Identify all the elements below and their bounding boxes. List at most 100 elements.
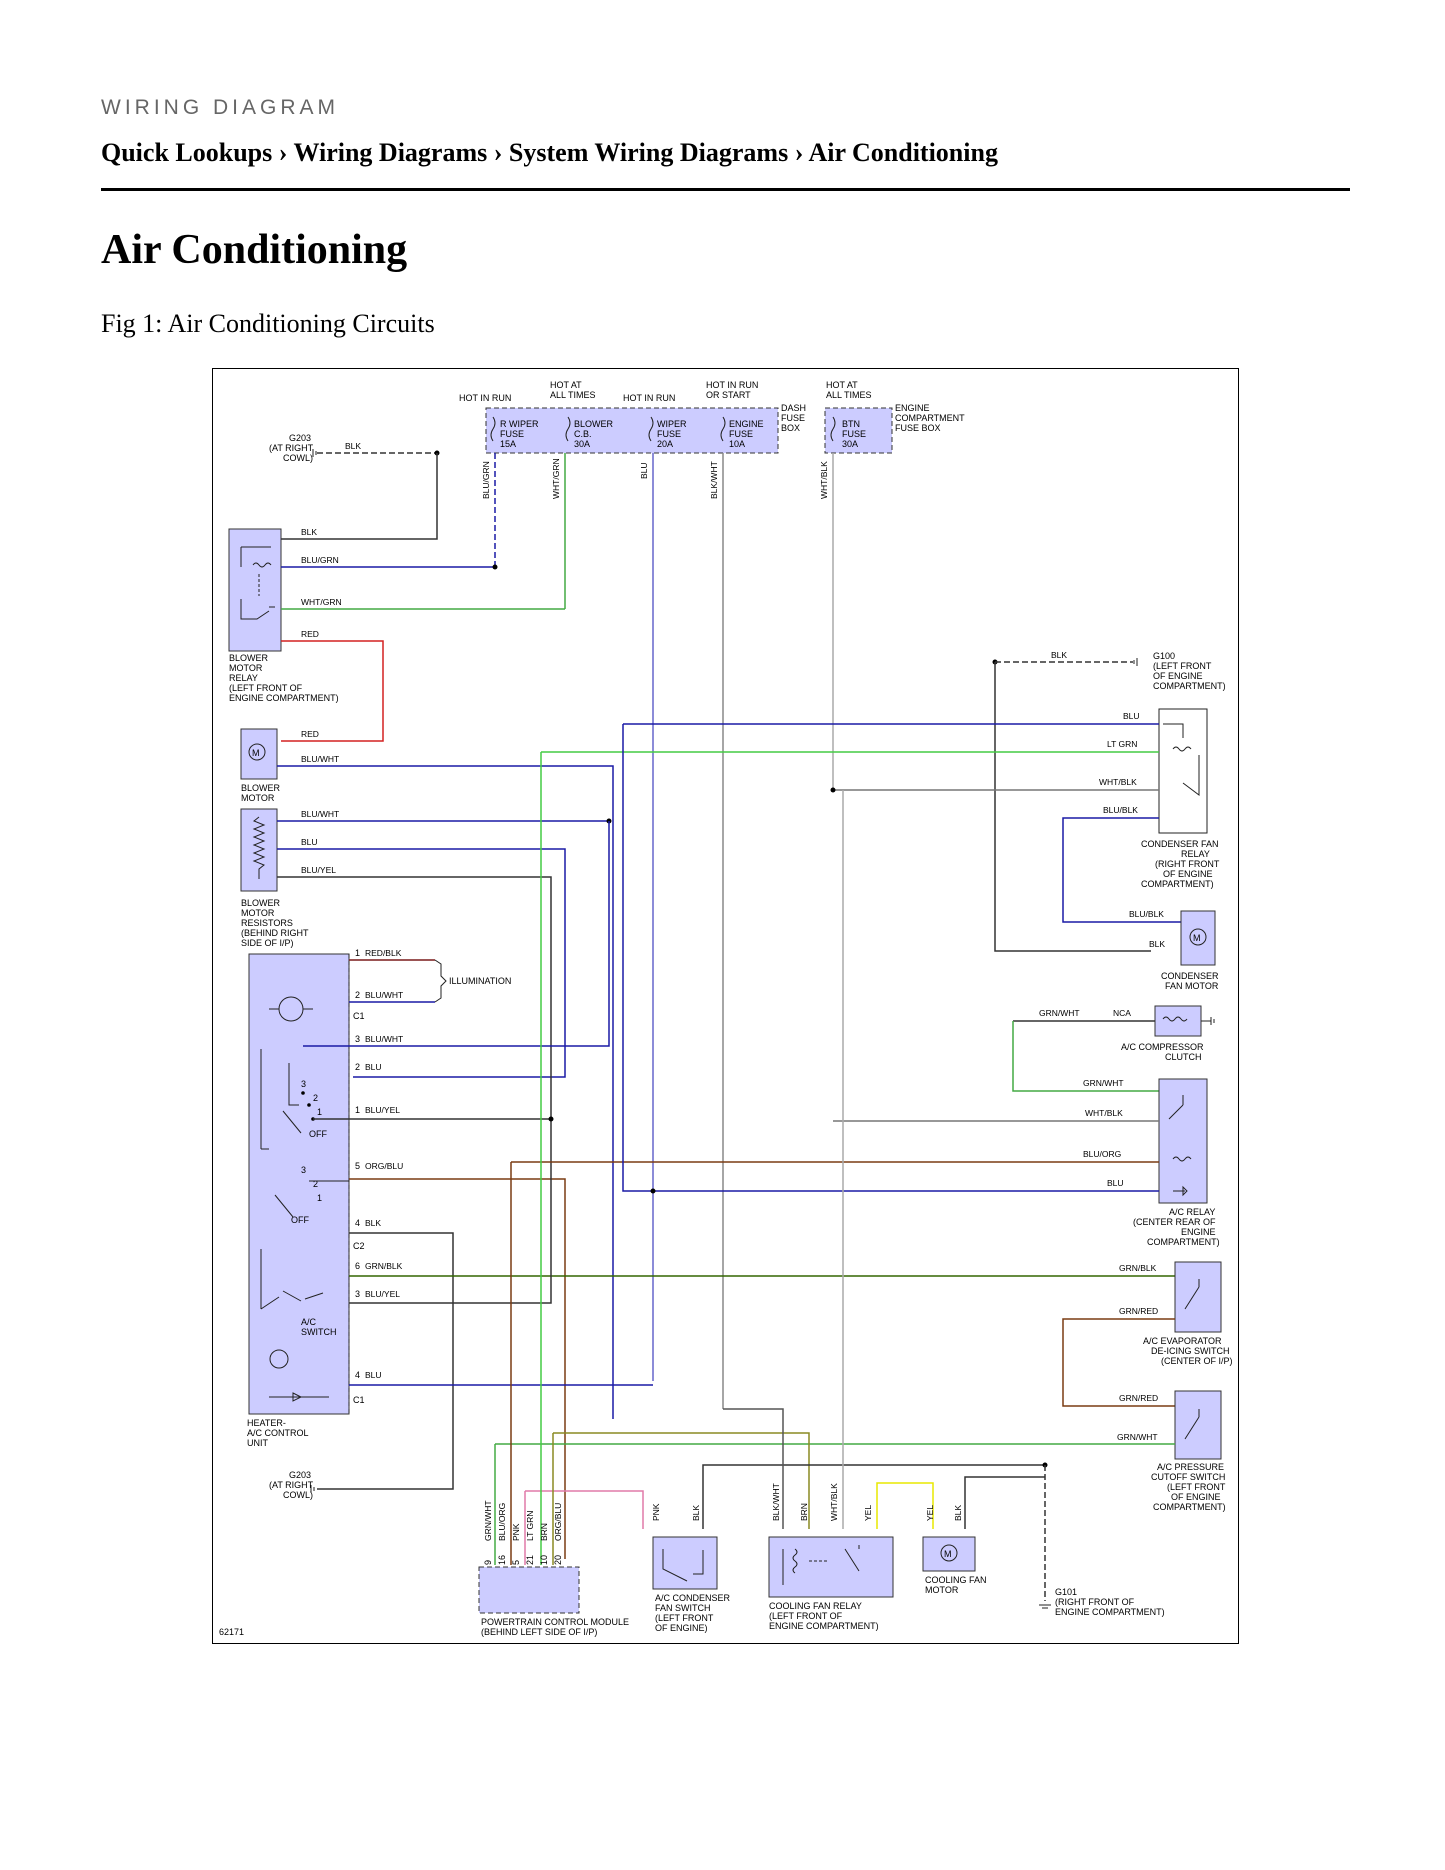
svg-text:GRN/WHT: GRN/WHT	[1039, 1008, 1080, 1018]
svg-text:BLU/BLK: BLU/BLK	[1103, 805, 1138, 815]
connector-c2: C2	[353, 1241, 365, 1251]
ac-relay-label: A/C RELAY	[1169, 1207, 1215, 1217]
svg-text:BLU/WHT: BLU/WHT	[365, 1034, 403, 1044]
svg-text:RELAY: RELAY	[1181, 849, 1210, 859]
svg-text:(BEHIND LEFT SIDE OF I/P): (BEHIND LEFT SIDE OF I/P)	[481, 1627, 597, 1637]
svg-text:BLK: BLK	[691, 1505, 701, 1521]
heater-pin-row: 1 BLU/YEL	[313, 1105, 554, 1122]
power-label-hot-at-all-times: HOT AT	[550, 380, 582, 390]
switch-position-mark: 3	[301, 1165, 306, 1175]
svg-text:(BEHIND RIGHT: (BEHIND RIGHT	[241, 928, 309, 938]
svg-text:FUSE: FUSE	[500, 429, 524, 439]
power-label-hot-in-run-or-start: HOT IN RUN	[706, 380, 758, 390]
svg-text:YEL: YEL	[925, 1505, 935, 1521]
svg-text:BLU/YEL: BLU/YEL	[365, 1289, 400, 1299]
svg-text:RED/BLK: RED/BLK	[365, 948, 402, 958]
svg-text:(CENTER OF I/P): (CENTER OF I/P)	[1161, 1356, 1233, 1366]
svg-text:6: 6	[355, 1261, 360, 1271]
power-label-hot-at-all-times: HOT AT	[826, 380, 858, 390]
illumination-label: ILLUMINATION	[449, 976, 511, 986]
wiring-diagram-canvas: R WIPER FUSE 15A BLOWER C.B. 30A WIPER F…	[219, 380, 1233, 1637]
svg-text:BLU: BLU	[1107, 1178, 1124, 1188]
heater-pin-row: 3 BLU/YEL	[349, 1134, 552, 1304]
breadcrumb-item[interactable]: Quick Lookups	[101, 138, 273, 167]
heater-pin-row: 5 ORG/BLU	[349, 1161, 566, 1559]
pcm-pin: 9 GRN/WHT	[483, 1444, 496, 1565]
page-title: Air Conditioning	[101, 227, 408, 273]
heater-pin-row: 3 BLU/WHT	[303, 821, 610, 1047]
svg-text:GRN/BLK: GRN/BLK	[365, 1261, 403, 1271]
svg-text:FUSE: FUSE	[729, 429, 753, 439]
cooling-fan-motor-label: COOLING FAN	[925, 1575, 987, 1585]
svg-text:M: M	[1193, 933, 1201, 943]
svg-text:ALL TIMES: ALL TIMES	[826, 390, 872, 400]
svg-text:DE-ICING SWITCH: DE-ICING SWITCH	[1151, 1346, 1230, 1356]
breadcrumb-item[interactable]: System Wiring Diagrams	[508, 138, 789, 167]
condenser-fan-relay	[1158, 708, 1208, 834]
figure-id: 62171	[219, 1627, 244, 1637]
svg-text:21: 21	[525, 1555, 535, 1565]
svg-text:SIDE OF I/P): SIDE OF I/P)	[241, 938, 294, 948]
nca-label: NCA	[1113, 1008, 1131, 1018]
svg-text:LT GRN: LT GRN	[525, 1511, 535, 1541]
svg-text:BLK: BLK	[1051, 650, 1067, 660]
section-kicker: WIRING DIAGRAM	[101, 96, 339, 119]
svg-text:GRN/BLK: GRN/BLK	[1119, 1263, 1157, 1273]
breadcrumb-separator: ›	[493, 138, 503, 167]
svg-text:(LEFT FRONT: (LEFT FRONT	[655, 1613, 714, 1623]
motor-icon	[940, 1544, 958, 1562]
wire-label: BLK	[345, 441, 361, 451]
svg-text:OF ENGINE: OF ENGINE	[1163, 869, 1213, 879]
ac-pressure-cutoff-switch	[1174, 1390, 1222, 1460]
svg-text:ENGINE COMPARTMENT): ENGINE COMPARTMENT)	[1055, 1607, 1165, 1617]
condenser-fan-motor-label: CONDENSER	[1161, 971, 1219, 981]
switch-position-mark: 2	[313, 1179, 318, 1189]
svg-text:PNK: PNK	[651, 1503, 661, 1521]
svg-text:BLK: BLK	[1149, 939, 1165, 949]
svg-text:BRN: BRN	[799, 1503, 809, 1521]
heater-pin-row: 4 BLU	[349, 1370, 653, 1386]
ground-icon	[1133, 658, 1138, 666]
svg-text:GRN/WHT: GRN/WHT	[483, 1500, 493, 1541]
breadcrumb-separator: ›	[794, 138, 804, 167]
svg-text:10A: 10A	[729, 439, 745, 449]
pcm-pin: 16 BLU/ORG	[497, 1162, 512, 1565]
svg-text:ORG/BLU: ORG/BLU	[553, 1503, 563, 1541]
svg-text:2: 2	[355, 990, 360, 1000]
svg-text:FAN MOTOR: FAN MOTOR	[1165, 981, 1219, 991]
heater-pin-row: 1 RED/BLK	[349, 948, 435, 961]
svg-text:RESISTORS: RESISTORS	[241, 918, 293, 928]
wiring-diagram: R WIPER FUSE 15A BLOWER C.B. 30A WIPER F…	[212, 368, 1239, 1644]
svg-text:GRN/RED: GRN/RED	[1119, 1306, 1158, 1316]
svg-text:BRN: BRN	[539, 1523, 549, 1541]
svg-text:GRN/WHT: GRN/WHT	[1083, 1078, 1124, 1088]
heater-ac-control-unit	[248, 953, 350, 1415]
svg-text:3: 3	[355, 1034, 360, 1044]
svg-text:OF ENGINE): OF ENGINE)	[655, 1623, 708, 1633]
power-label-hot-in-run: HOT IN RUN	[459, 393, 511, 403]
breadcrumb-item[interactable]: Wiring Diagrams	[293, 138, 488, 167]
svg-text:BLU/WHT: BLU/WHT	[301, 809, 339, 819]
svg-text:BLK: BLK	[301, 527, 317, 537]
svg-text:16: 16	[497, 1555, 507, 1565]
cooling-fan-motor	[922, 1536, 976, 1572]
svg-text:BLU/ORG: BLU/ORG	[497, 1503, 507, 1541]
svg-text:ENGINE: ENGINE	[729, 419, 764, 429]
switch-position-mark: 1	[317, 1107, 322, 1117]
ac-compressor-clutch	[1154, 1005, 1202, 1037]
svg-text:OF ENGINE: OF ENGINE	[1171, 1492, 1221, 1502]
cond-fan-switch-label: A/C CONDENSER	[655, 1593, 731, 1603]
svg-text:FUSE: FUSE	[657, 429, 681, 439]
engine-fuse-box: BTN FUSE 30A	[824, 407, 893, 454]
ground-icon	[1201, 1017, 1215, 1025]
heater-pin-row: 6 GRN/BLK	[349, 1261, 1175, 1277]
svg-text:BLK: BLK	[365, 1218, 381, 1228]
heater-pin-row: 2 BLU	[355, 1062, 382, 1072]
powertrain-control-module	[478, 1566, 580, 1614]
svg-text:GRN/RED: GRN/RED	[1119, 1393, 1158, 1403]
svg-text:BTN: BTN	[842, 419, 860, 429]
svg-text:FUSE: FUSE	[842, 429, 866, 439]
svg-text:CLUTCH: CLUTCH	[1165, 1052, 1202, 1062]
pcm-label: POWERTRAIN CONTROL MODULE	[481, 1617, 629, 1627]
svg-text:ENGINE COMPARTMENT): ENGINE COMPARTMENT)	[229, 693, 339, 703]
